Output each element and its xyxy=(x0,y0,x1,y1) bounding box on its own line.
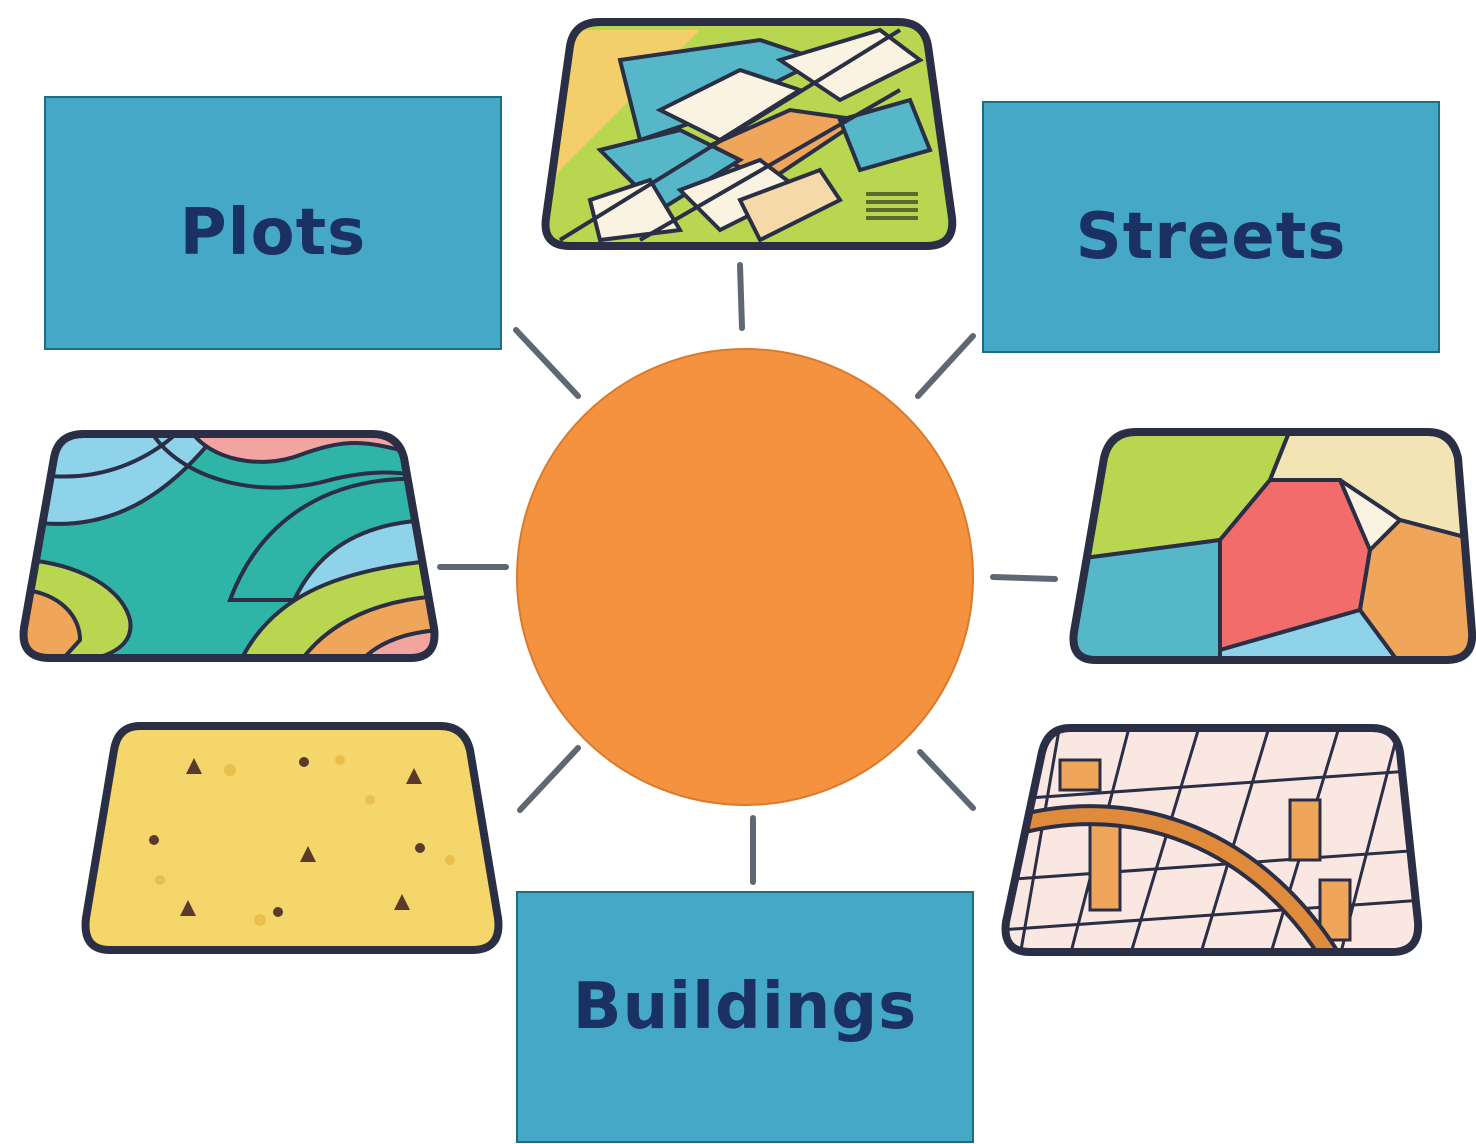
connector-bottom-left xyxy=(517,745,581,813)
connector-lines xyxy=(437,262,1058,885)
connector-top xyxy=(737,262,745,331)
connector-right xyxy=(990,574,1058,582)
cadastral-parcels-map-icon xyxy=(541,18,957,250)
buildings-label: Buildings xyxy=(572,970,918,1044)
center-hub-circle xyxy=(516,348,974,806)
streets-label: Streets xyxy=(1075,200,1347,274)
contour-map-icon xyxy=(19,430,439,662)
street-grid-map-icon xyxy=(1001,724,1423,956)
streets-label-box: Streets xyxy=(982,101,1440,353)
zoning-map-icon xyxy=(1069,428,1476,664)
point-features-map-icon xyxy=(81,722,503,954)
buildings-label-box: Buildings xyxy=(516,891,974,1143)
connector-bottom-right xyxy=(917,749,976,811)
connector-top-right xyxy=(915,333,976,399)
plots-label: Plots xyxy=(179,196,367,270)
connector-top-left xyxy=(513,327,581,399)
plots-label-box: Plots xyxy=(44,96,502,350)
